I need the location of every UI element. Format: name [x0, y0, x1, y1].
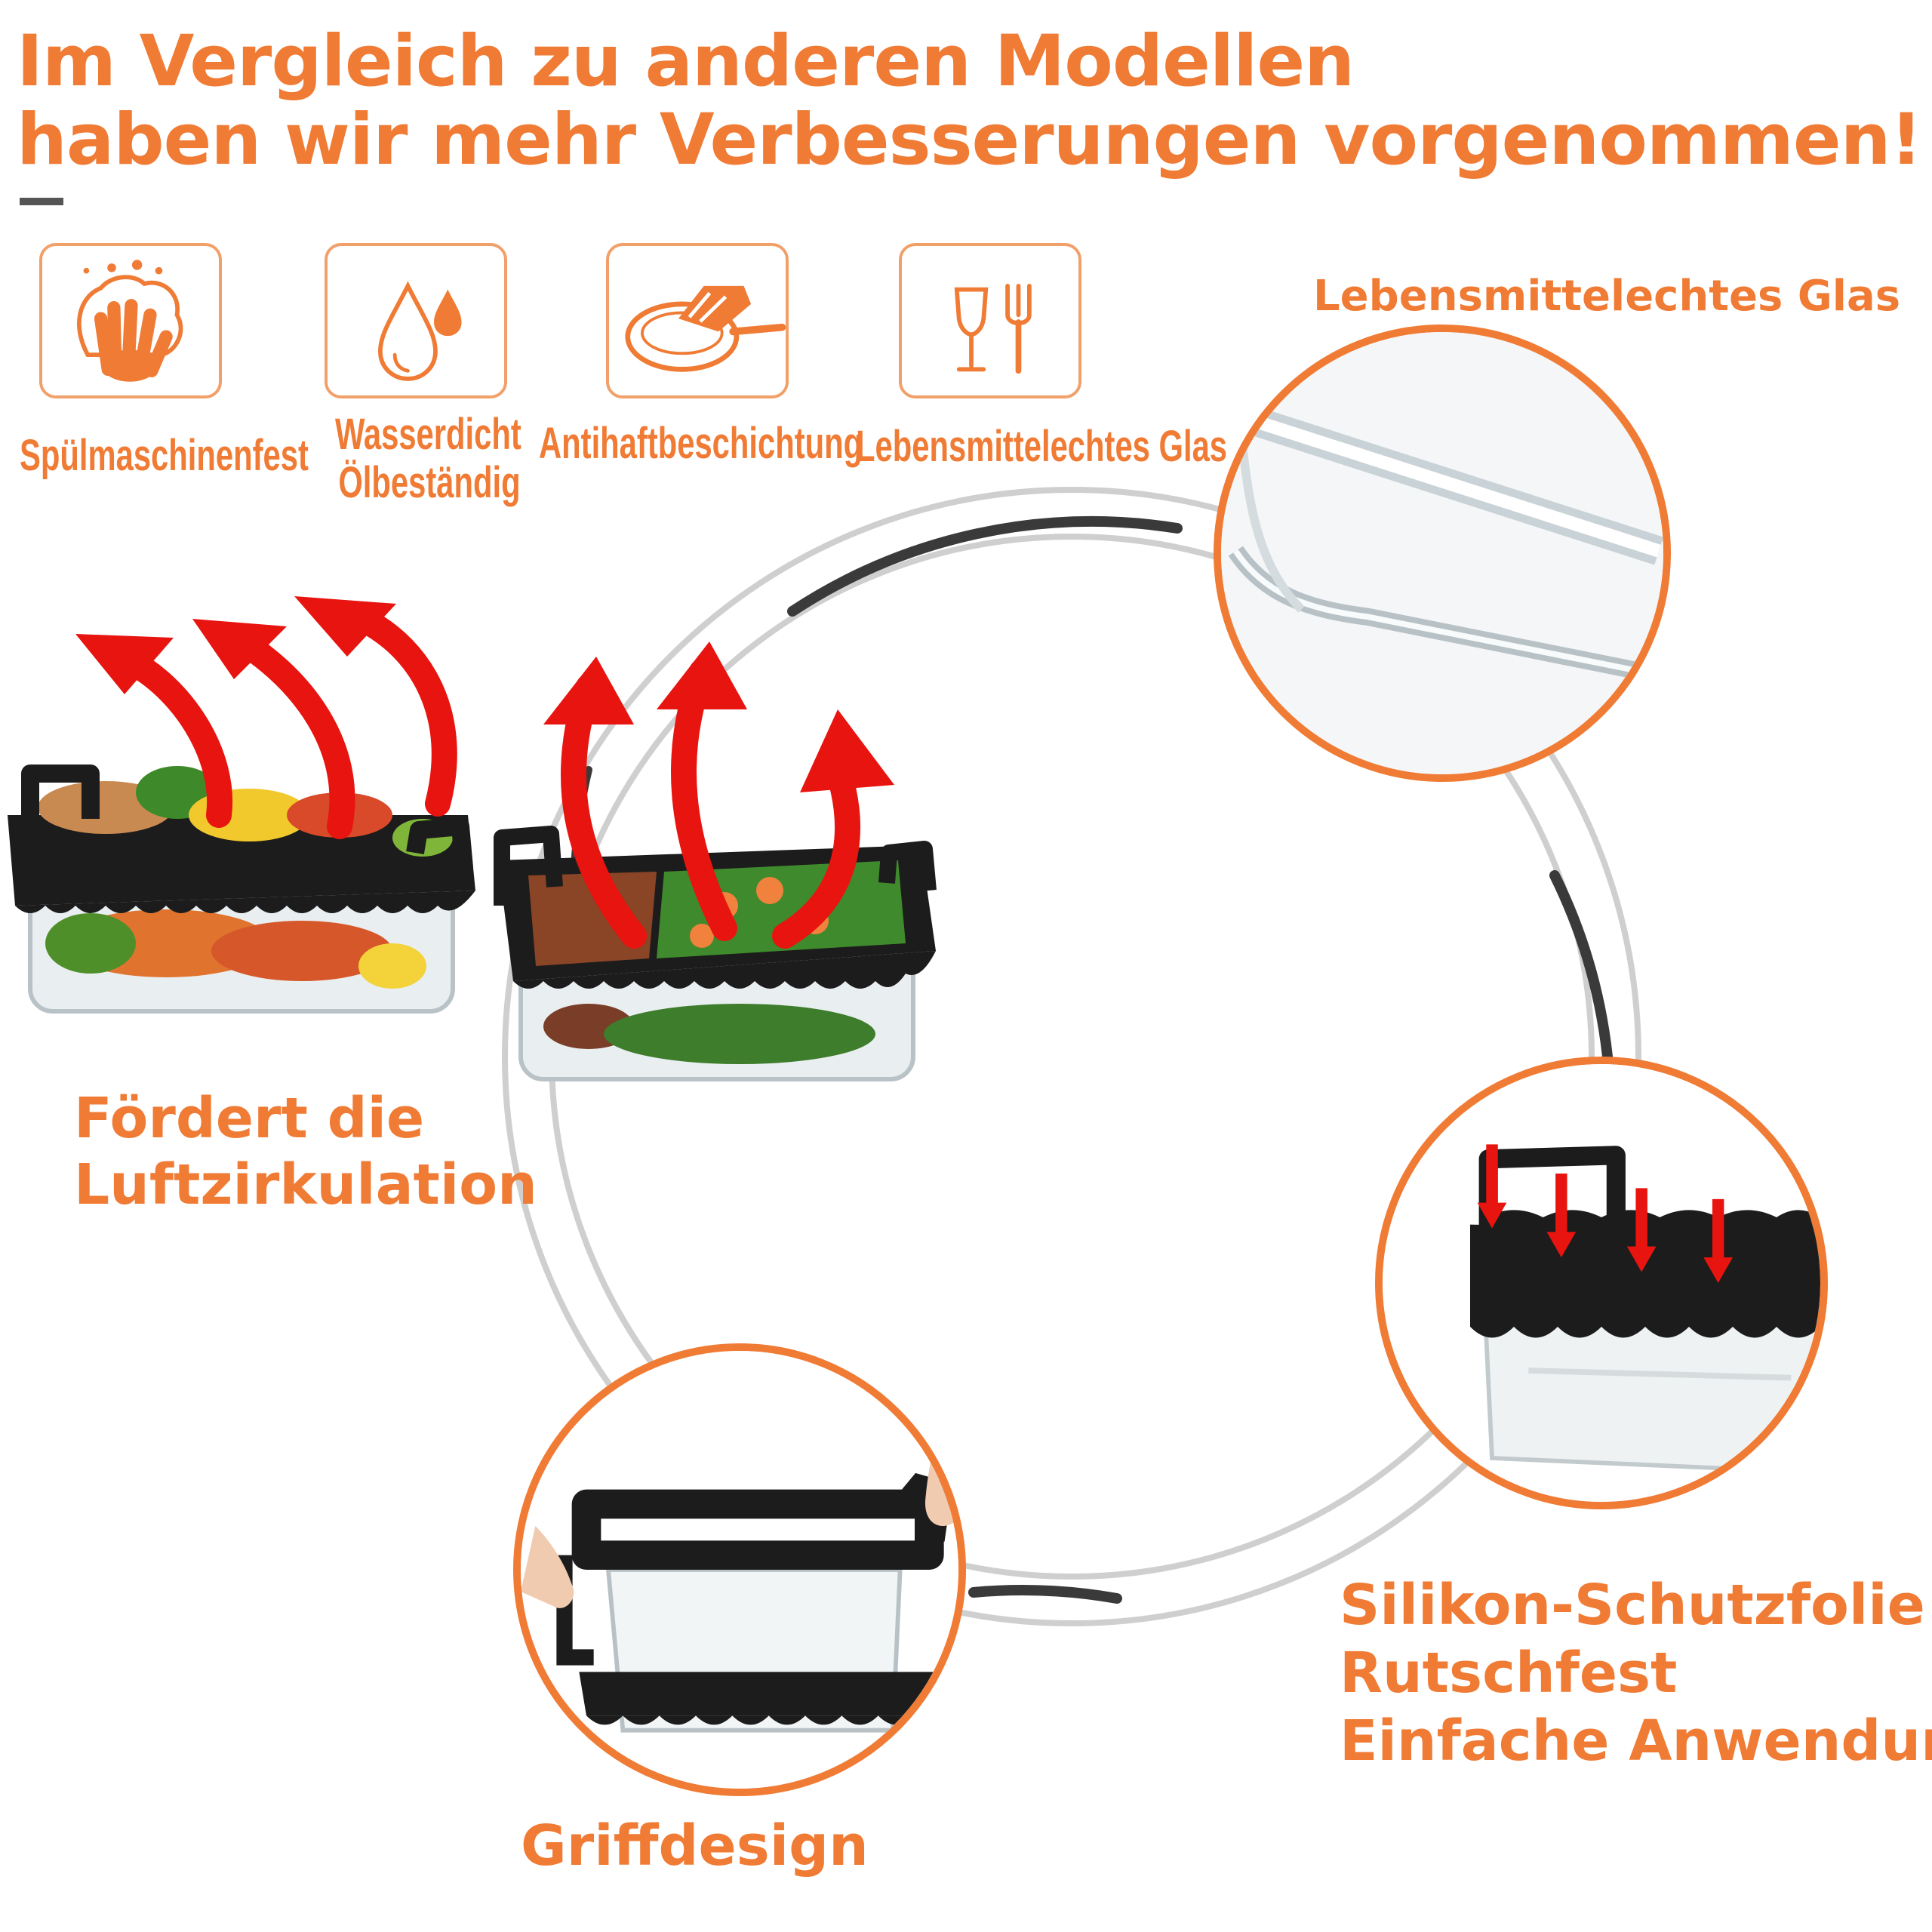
callout-silicone-line2: Rutschfest: [1340, 1641, 1678, 1706]
callout-label-airflow: Fördert die Luftzirkulation: [74, 1085, 537, 1218]
feature-nonstick: [606, 243, 789, 398]
title-underline: [20, 198, 63, 205]
callout-label-glass: Lebensmittelechtes Glas: [1313, 272, 1901, 321]
callout-silicone-line3: Einfache Anwendung: [1340, 1709, 1932, 1774]
airflow-containers-image: [8, 596, 937, 1081]
feature-label-food-safe: Lebensmittelechtes Glas: [856, 422, 1228, 471]
feature-label-waterproof: Wasserdicht Ölbeständig: [335, 411, 521, 507]
handle-design-image: [521, 1351, 958, 1789]
callout-airflow-line2: Luftzirkulation: [74, 1152, 537, 1217]
feature-dishwasher: [39, 243, 222, 398]
title-line-2: haben wir mehr Verbesserungen vorgenomme…: [17, 99, 1922, 181]
nonstick-pan-icon: [625, 285, 786, 372]
feature-waterproof: [325, 243, 507, 398]
glass-closeup-circle: [1214, 325, 1671, 782]
food-safe-glass-fork-icon: [954, 283, 1032, 374]
callout-silicone-line1: Silikon-Schutzfolie: [1340, 1573, 1925, 1638]
callout-label-silicone: Silikon-Schutzfolie Rutschfest Einfache …: [1340, 1571, 1932, 1775]
glass-edge-image: [1221, 332, 1663, 774]
feature-label-nonstick: Antihaftbeschichtung: [539, 419, 863, 468]
feature-label-waterproof-line2: Ölbeständig: [338, 458, 521, 507]
page-title: Im Vergleich zu anderen Modellen haben w…: [17, 20, 1922, 181]
callout-airflow-line1: Fördert die: [74, 1086, 425, 1151]
feature-label-waterproof-line1: Wasserdicht: [335, 410, 521, 459]
handle-closeup-circle: [513, 1343, 966, 1796]
water-drops-icon: [378, 281, 462, 381]
feature-label-dishwasher: Spülmaschinenfest: [20, 431, 309, 480]
silicone-closeup-circle: [1375, 1057, 1828, 1509]
callout-label-handle: Griffdesign: [521, 1814, 869, 1878]
title-line-1: Im Vergleich zu anderen Modellen: [17, 20, 1355, 103]
silicone-rim-image: [1383, 1064, 1820, 1502]
dishwasher-hand-icon: [76, 260, 183, 382]
feature-food-safe: [899, 243, 1081, 398]
